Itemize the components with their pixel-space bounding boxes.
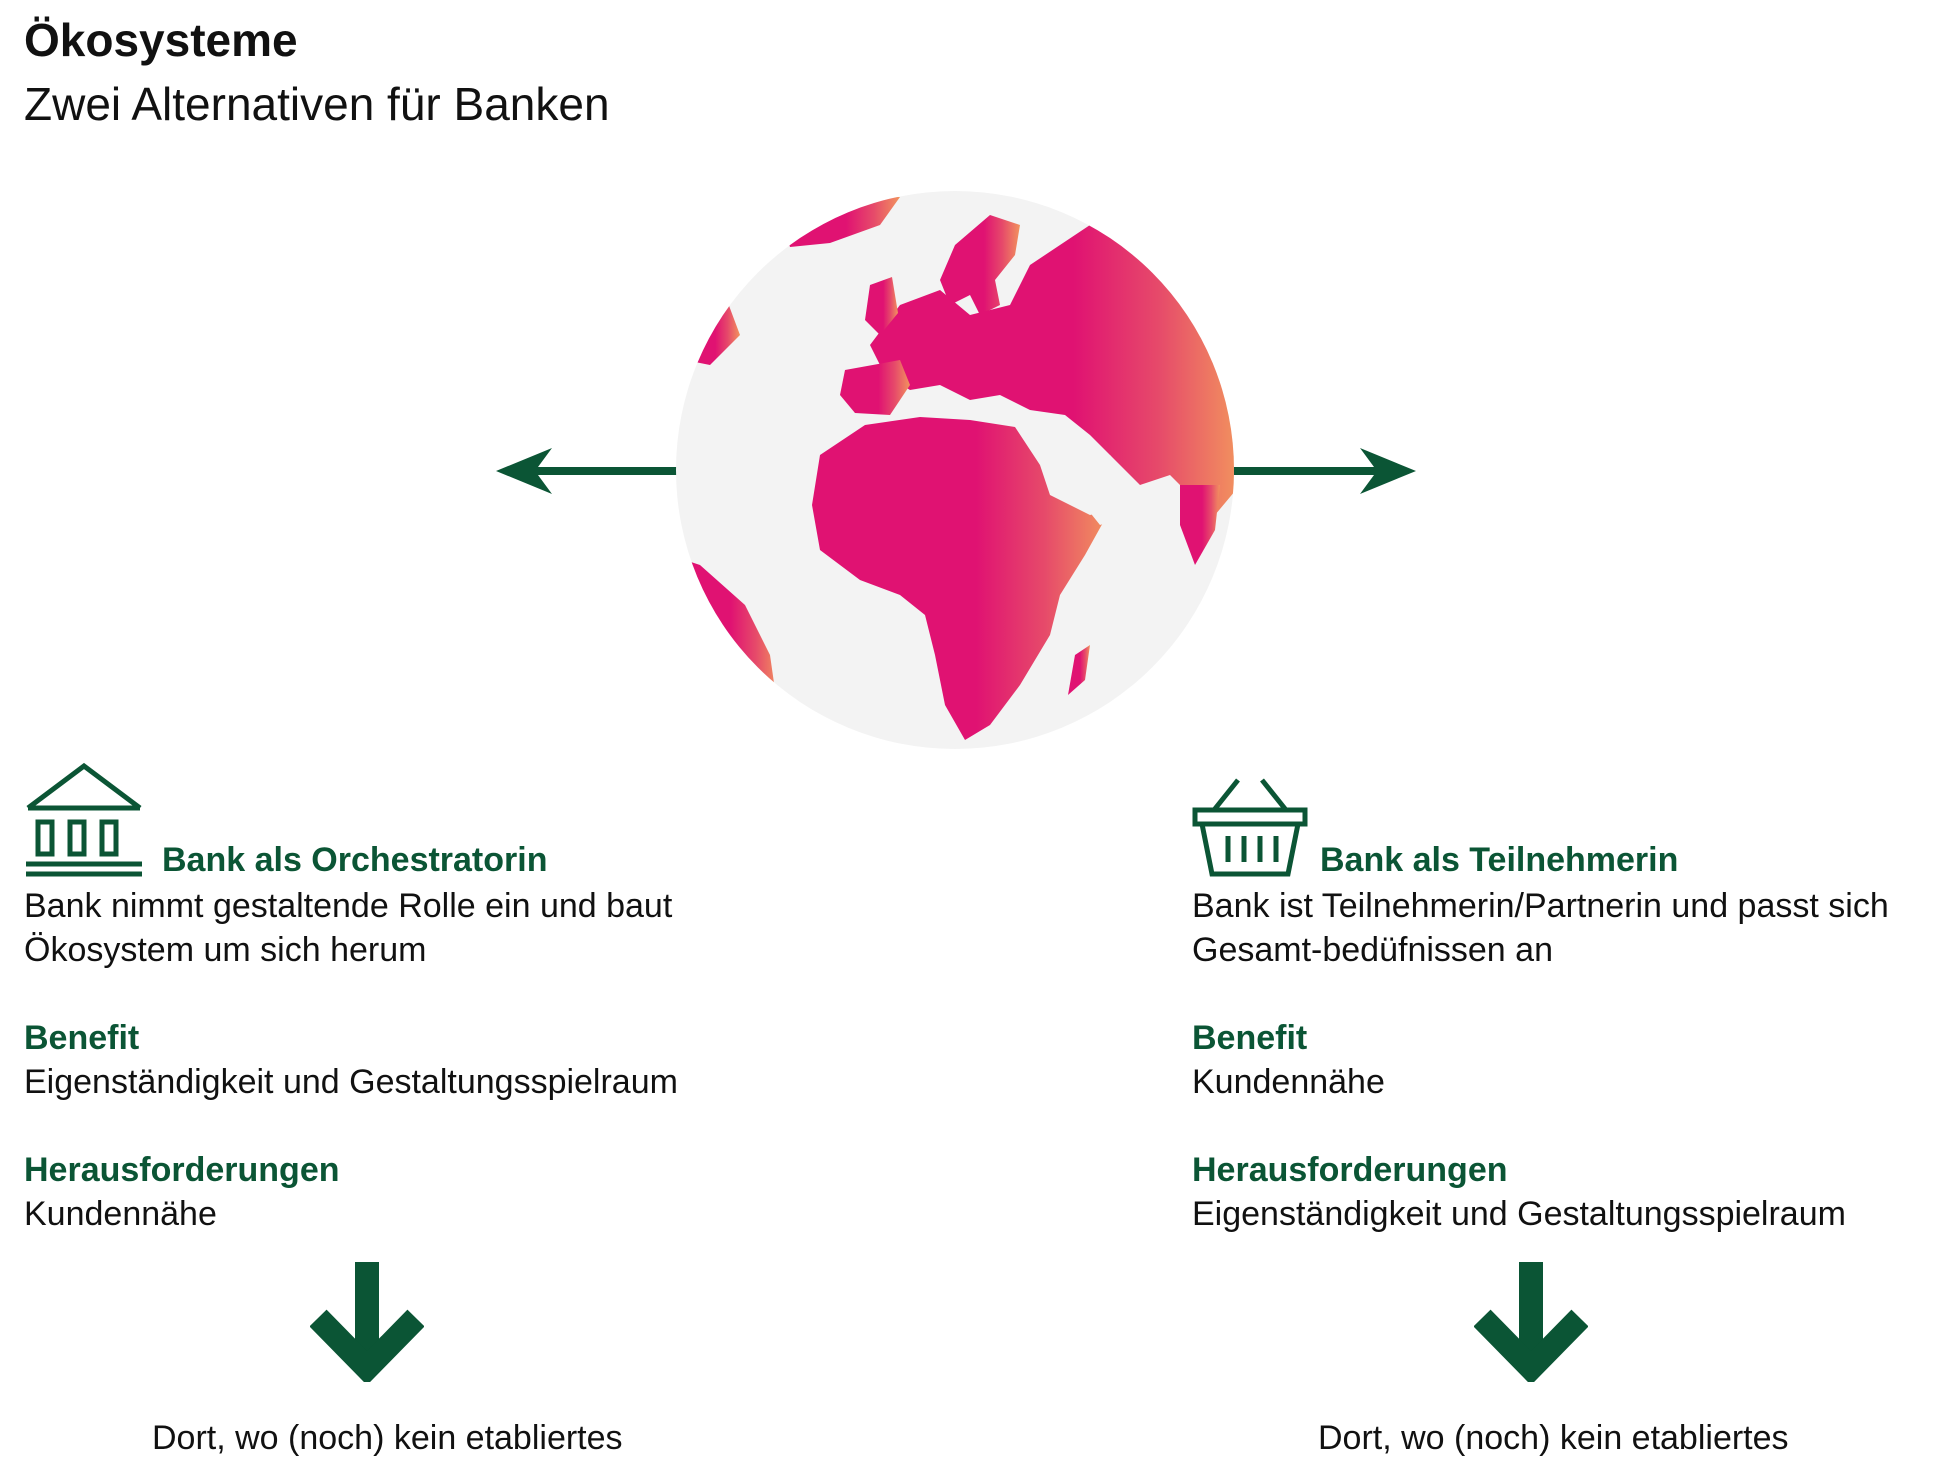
arrow-down-icon bbox=[1474, 1262, 1588, 1382]
bottom-note-right: Dort, wo (noch) kein etabliertes bbox=[1318, 1419, 1789, 1457]
role-title-orchestratorin: Bank als Orchestratorin bbox=[162, 841, 548, 879]
bottom-note-left: Dort, wo (noch) kein etabliertes bbox=[152, 1419, 623, 1457]
challenges-value: Eigenständigkeit und Gestaltungsspielrau… bbox=[1192, 1195, 1846, 1233]
arrow-left-icon bbox=[496, 448, 686, 494]
role-title-teilnehmerin: Bank als Teilnehmerin bbox=[1320, 841, 1679, 879]
page-subtitle: Zwei Alternativen für Banken bbox=[24, 78, 610, 130]
arrow-down-icon bbox=[310, 1262, 424, 1382]
benefit-label: Benefit bbox=[24, 1019, 140, 1057]
challenges-value: Kundennähe bbox=[24, 1195, 217, 1233]
benefit-label: Benefit bbox=[1192, 1019, 1308, 1057]
role-description: Bank ist Teilnehmerin/Partnerin und pass… bbox=[1192, 884, 1932, 972]
challenges-label: Herausforderungen bbox=[1192, 1151, 1508, 1189]
benefit-value: Kundennähe bbox=[1192, 1063, 1385, 1101]
description-line: Gesamt-bedüfnissen an bbox=[1192, 931, 1553, 969]
challenges-label: Herausforderungen bbox=[24, 1151, 340, 1189]
description-line: Bank nimmt gestaltende Rolle ein und bau… bbox=[24, 887, 673, 925]
globe-illustration bbox=[670, 185, 1240, 755]
bank-building-icon bbox=[26, 762, 142, 877]
column-teilnehmerin: Bank als Teilnehmerin Bank ist Teilnehme… bbox=[1192, 750, 1932, 1236]
description-line: Bank ist Teilnehmerin/Partnerin und pass… bbox=[1192, 887, 1889, 925]
benefit-value: Eigenständigkeit und Gestaltungsspielrau… bbox=[24, 1063, 678, 1101]
role-description: Bank nimmt gestaltende Rolle ein und bau… bbox=[24, 884, 784, 972]
globe-icon bbox=[676, 191, 1234, 749]
description-line: Ökosystem um sich herum bbox=[24, 931, 427, 969]
shopping-basket-icon bbox=[1192, 778, 1308, 877]
page-title: Ökosysteme bbox=[24, 14, 298, 66]
arrow-right-icon bbox=[1226, 448, 1416, 494]
column-orchestratorin: Bank als Orchestratorin Bank nimmt gesta… bbox=[24, 750, 784, 1236]
